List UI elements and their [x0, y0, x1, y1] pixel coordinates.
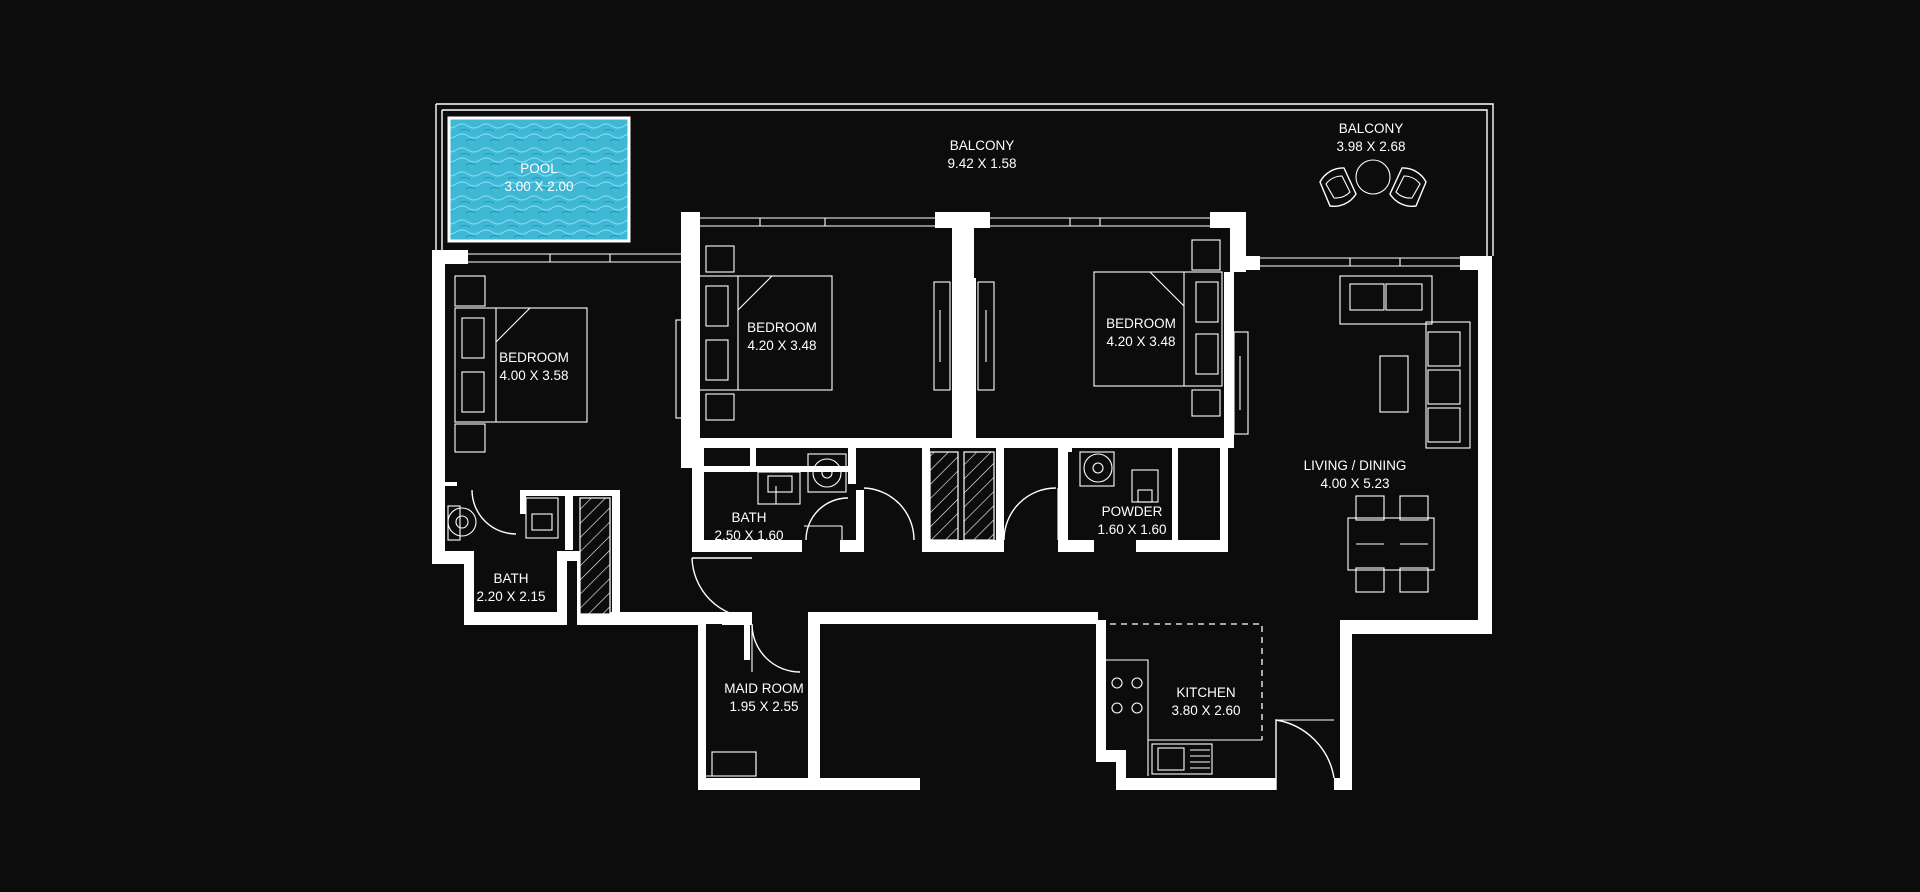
bath-center-size: 2.50 X 1.60 — [714, 528, 783, 543]
bedroom-left-size: 4.00 X 3.58 — [499, 368, 568, 383]
pool-size: 3.00 X 2.00 — [504, 179, 573, 194]
living-size: 4.00 X 5.23 — [1320, 476, 1389, 491]
pool — [447, 116, 631, 243]
living-name: LIVING / DINING — [1304, 458, 1407, 473]
powder-size: 1.60 X 1.60 — [1097, 522, 1166, 537]
balcony-main-name: BALCONY — [950, 138, 1015, 153]
bath-center-name: BATH — [731, 510, 766, 525]
kitchen-fixtures — [1106, 623, 1335, 790]
bedroom-center-furniture — [675, 245, 951, 421]
bath-left-name: BATH — [493, 571, 528, 586]
bedroom-center-name: BEDROOM — [747, 320, 817, 335]
balcony-corner-name: BALCONY — [1339, 121, 1404, 136]
walls — [432, 212, 1492, 790]
bedroom-center-size: 4.20 X 3.48 — [747, 338, 816, 353]
bedroom-right-name: BEDROOM — [1106, 316, 1176, 331]
maid-room-name: MAID ROOM — [724, 681, 804, 696]
kitchen-name: KITCHEN — [1176, 685, 1235, 700]
balcony-main-size: 9.42 X 1.58 — [947, 156, 1016, 171]
room-labels: POOL 3.00 X 2.00 BALCONY 9.42 X 1.58 BALCO… — [476, 121, 1406, 718]
bedroom-left-name: BEDROOM — [499, 350, 569, 365]
living-furniture — [1319, 159, 1471, 593]
bath-fixtures — [447, 451, 1159, 777]
kitchen-size: 3.80 X 2.60 — [1171, 703, 1240, 718]
window-glazing — [468, 217, 1460, 267]
pool-name: POOL — [520, 161, 558, 176]
bedroom-left-furniture — [454, 275, 588, 453]
powder-name: POWDER — [1102, 504, 1163, 519]
maid-room-size: 1.95 X 2.55 — [729, 699, 798, 714]
bedroom-right-furniture — [977, 239, 1249, 435]
bath-left-size: 2.20 X 2.15 — [476, 589, 545, 604]
bedroom-right-size: 4.20 X 3.48 — [1106, 334, 1175, 349]
balcony-corner-size: 3.98 X 2.68 — [1336, 139, 1405, 154]
balcony-outline — [435, 103, 1494, 256]
